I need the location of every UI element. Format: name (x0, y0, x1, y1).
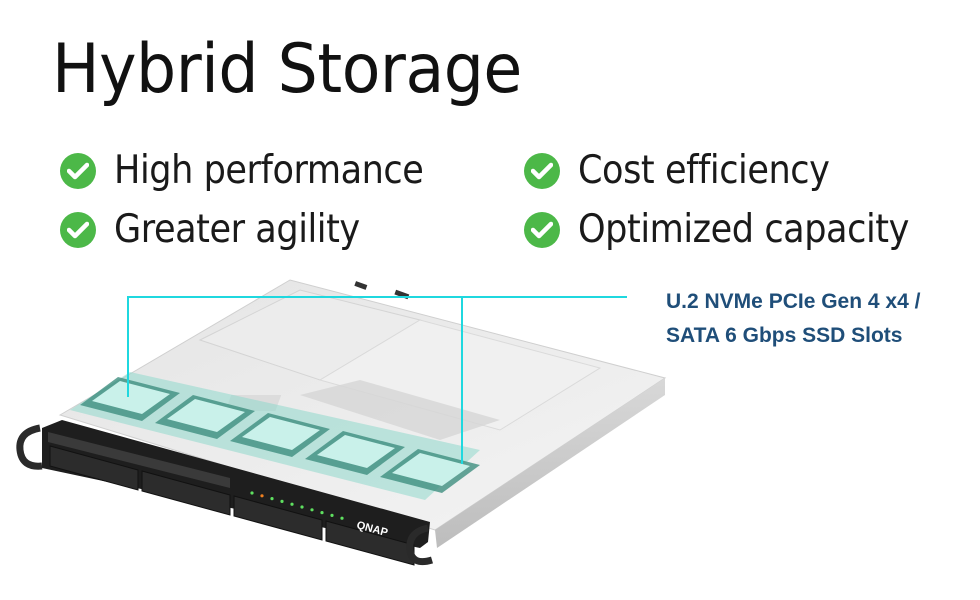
status-led (300, 505, 304, 509)
drive-bay (325, 520, 415, 566)
feature-label: Optimized capacity (578, 207, 909, 252)
callout-line (127, 296, 627, 397)
callout-line-1: U.2 NVMe PCIe Gen 4 x4 / (666, 290, 921, 313)
check-circle-icon (524, 211, 560, 248)
feature-item-greater-agility: Greater agility (60, 207, 387, 252)
rack-ear-right (406, 524, 434, 566)
status-led (280, 499, 284, 503)
feature-item-cost-efficiency: Cost efficiency (524, 148, 857, 193)
feature-label: Greater agility (114, 207, 360, 252)
feature-label: High performance (114, 148, 424, 193)
fan-row (300, 380, 500, 440)
drive-bay (141, 470, 231, 516)
ssd-drive (380, 449, 480, 493)
ssd-drives (80, 377, 480, 493)
status-led (290, 502, 294, 506)
feature-item-optimized-capacity: Optimized capacity (524, 207, 946, 252)
drive-bay (233, 495, 323, 541)
drive-bay (49, 445, 139, 491)
check-circle-icon (524, 152, 560, 189)
page-title: Hybrid Storage (52, 30, 522, 109)
ssd-drive (80, 377, 180, 421)
feature-label: Cost efficiency (578, 148, 830, 193)
status-led (250, 491, 254, 495)
front-grille (48, 432, 230, 488)
ssd-drive (155, 395, 255, 439)
status-led (310, 508, 314, 512)
ssd-drive (305, 431, 405, 475)
status-led (330, 513, 334, 518)
ssd-drive (230, 413, 330, 457)
check-circle-icon (60, 211, 96, 248)
status-led (320, 510, 324, 515)
rear-connector (354, 281, 368, 290)
callout-line-2: SATA 6 Gbps SSD Slots (666, 324, 903, 347)
check-circle-icon (60, 152, 96, 189)
rack-ear-left (16, 424, 43, 470)
chassis-side (435, 378, 665, 548)
status-led (260, 494, 264, 498)
feature-item-high-performance: High performance (60, 148, 458, 193)
status-led (340, 516, 344, 520)
status-led (270, 497, 274, 501)
ssd-slots-callout: U.2 NVMe PCIe Gen 4 x4 / SATA 6 Gbps SSD… (666, 285, 920, 353)
